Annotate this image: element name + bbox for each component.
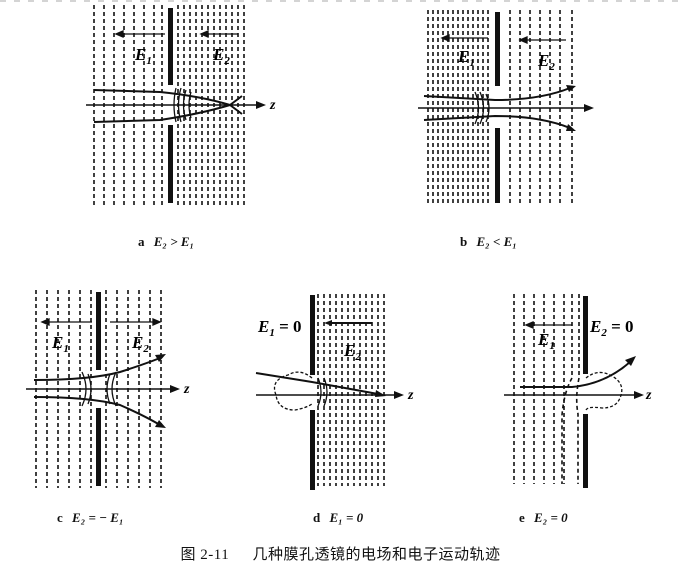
figure-title: 图 2-11 几种膜孔透镜的电场和电子运动轨迹	[0, 543, 681, 564]
svg-text:E2: E2	[131, 333, 149, 355]
panel-c-diagram: E1 E2 z	[20, 280, 220, 500]
figure-title-text: 几种膜孔透镜的电场和电子运动轨迹	[252, 545, 501, 563]
caption-a-letter: a	[138, 234, 145, 249]
svg-text:z: z	[407, 388, 414, 403]
caption-e: e E₂ = 0	[519, 510, 568, 526]
panel-b-diagram: E1 E2	[400, 0, 600, 210]
caption-d: d E₁ = 0	[313, 510, 363, 526]
caption-b: b E₂ < E₁	[460, 234, 517, 250]
panel-e-diagram: E1 E2 = 0 z	[480, 280, 680, 500]
caption-e-condition: E₂ = 0	[534, 510, 568, 525]
caption-a-condition: E₂ > E₁	[153, 234, 195, 249]
caption-d-letter: d	[313, 510, 321, 525]
svg-text:E1: E1	[457, 47, 475, 69]
svg-text:E2: E2	[212, 45, 230, 67]
caption-b-condition: E₂ < E₁	[476, 234, 517, 249]
svg-text:E2: E2	[343, 341, 361, 363]
panel-a-diagram: E1 E2 z	[80, 0, 280, 210]
svg-text:E2 = 0: E2 = 0	[589, 317, 634, 339]
caption-c-condition: E₂ = − E₁	[72, 510, 124, 525]
svg-text:z: z	[269, 98, 276, 113]
figure-number: 图 2-11	[180, 547, 230, 563]
svg-text:z: z	[645, 388, 652, 403]
caption-a: a E₂ > E₁	[138, 234, 194, 250]
svg-text:E1 = 0: E1 = 0	[257, 317, 302, 339]
svg-text:E1: E1	[51, 333, 69, 355]
caption-e-letter: e	[519, 510, 525, 525]
svg-text:E2: E2	[537, 51, 555, 73]
caption-d-condition: E₁ = 0	[329, 510, 364, 525]
caption-c-letter: c	[57, 510, 63, 525]
cropped-text-remnant	[0, 0, 681, 2]
svg-text:E1: E1	[537, 330, 555, 352]
panel-d-diagram: E1 = 0 E2 z	[240, 280, 440, 500]
svg-text:E1: E1	[134, 45, 152, 67]
caption-c: c E₂ = − E₁	[57, 510, 123, 526]
svg-text:z: z	[183, 382, 190, 397]
caption-b-letter: b	[460, 234, 468, 249]
